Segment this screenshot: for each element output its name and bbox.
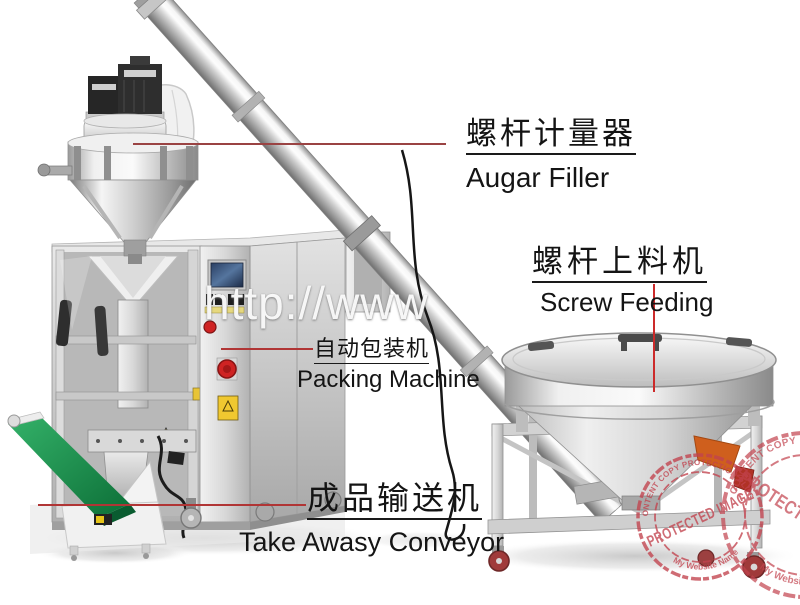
screw-feeder-hopper-photo — [487, 332, 777, 579]
power-cable — [400, 149, 466, 541]
take-away-conveyor-label-cn: 成品输送机 — [307, 481, 483, 520]
callout-screw-feeding: 螺杆上料机 Screw Feeding — [532, 246, 713, 316]
augar-filler-photo — [37, 56, 199, 264]
packing-machine-photo — [51, 229, 346, 539]
leader-line-augar-filler — [133, 143, 446, 145]
callout-augar-filler: 螺杆计量器 Augar Filler — [466, 118, 636, 192]
callout-take-away-conveyor: 成品输送机 Take Awasy Conveyor — [239, 481, 504, 556]
packing-machine-label-cn: 自动包装机 — [314, 338, 430, 365]
packing-machine-label-en: Packing Machine — [297, 366, 480, 394]
screw-conveyor-tube-photo — [133, 0, 625, 524]
leader-line-packing-machine — [221, 348, 313, 350]
augar-filler-label-cn: 螺杆计量器 — [466, 118, 636, 155]
leader-line-take-away-conveyor — [38, 504, 306, 506]
url-watermark-text: http://www — [204, 277, 429, 329]
callout-packing-machine: 自动包装机 Packing Machine — [297, 338, 480, 392]
take-away-conveyor-label-en: Take Awasy Conveyor — [239, 526, 505, 557]
screw-feeding-label-cn: 螺杆上料机 — [532, 246, 707, 283]
take-away-conveyor-photo — [7, 411, 167, 561]
screw-feeding-label-en: Screw Feeding — [540, 286, 714, 317]
augar-filler-label-en: Augar Filler — [466, 161, 610, 193]
leader-line-screw-feeding — [653, 284, 655, 392]
